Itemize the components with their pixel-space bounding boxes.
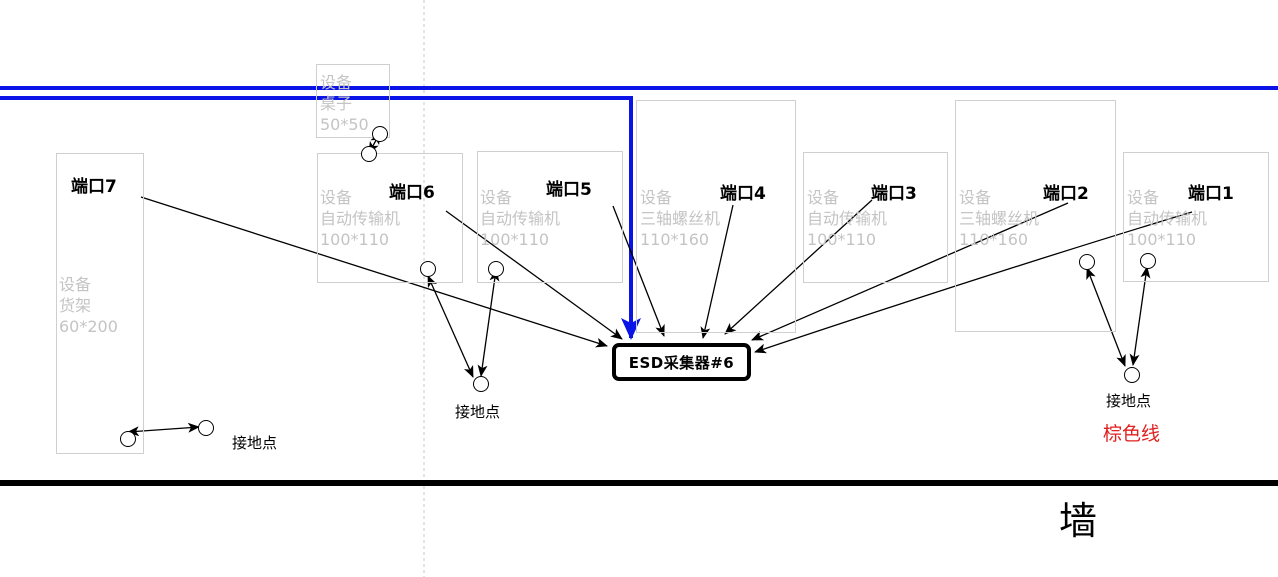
equipment-screw-machine-4 xyxy=(636,100,796,333)
link-ground-left xyxy=(127,422,200,437)
brown-wire-label: 棕色线 xyxy=(1103,423,1161,445)
equipment-screw-machine-4-label: 设备 三轴螺丝机 110*160 xyxy=(640,188,721,249)
equipment-conveyor-3-label: 设备 自动传输机 100*110 xyxy=(807,188,888,249)
connector-circle xyxy=(372,126,388,142)
connector-circle xyxy=(120,431,136,447)
equipment-conveyor-3 xyxy=(803,152,948,283)
port-4-label: 端口4 xyxy=(720,184,766,204)
equipment-rack xyxy=(56,153,144,454)
ground-point-circle xyxy=(473,376,489,392)
wire-port-4 xyxy=(700,204,734,339)
link-ground-middle-b xyxy=(477,269,500,377)
equipment-screw-machine-2-label: 设备 三轴螺丝机 110*160 xyxy=(959,188,1040,249)
equipment-table-label: 设备 桌子 50*50 xyxy=(320,73,369,134)
ground-point-label-left: 接地点 xyxy=(232,434,278,452)
equipment-conveyor-6-label: 设备 自动传输机 100*110 xyxy=(320,188,401,249)
equipment-screw-machine-2 xyxy=(955,100,1116,332)
equipment-conveyor-1-label: 设备 自动传输机 100*110 xyxy=(1127,188,1208,249)
blue-line-to-collector xyxy=(0,96,641,340)
link-ground-right-a xyxy=(1086,267,1126,367)
connector-circle xyxy=(361,146,377,162)
port-5-label: 端口5 xyxy=(546,180,592,200)
connector-circle xyxy=(1140,253,1156,269)
wire-port-7 xyxy=(140,196,608,348)
link-ground-right-b xyxy=(1129,266,1151,366)
wall-label: 墙 xyxy=(1059,499,1098,543)
ground-point-circle xyxy=(198,420,214,436)
equipment-rack-label: 设备 货架 60*200 xyxy=(59,275,118,336)
equipment-conveyor-5 xyxy=(477,151,623,283)
connector-circle xyxy=(1079,254,1095,270)
port-2-label: 端口2 xyxy=(1043,184,1089,204)
equipment-conveyor-5-label: 设备 自动传输机 100*110 xyxy=(480,188,561,249)
port-3-label: 端口3 xyxy=(871,184,917,204)
ground-point-label-right: 接地点 xyxy=(1106,392,1152,410)
ground-point-circle xyxy=(1124,367,1140,383)
port-6-label: 端口6 xyxy=(389,183,435,203)
connector-circle xyxy=(420,261,436,277)
port-7-label: 端口7 xyxy=(71,177,117,197)
link-ground-middle-a xyxy=(427,275,474,378)
wire-port-6 xyxy=(445,210,623,340)
wire-port-1 xyxy=(754,211,1193,354)
port-1-label: 端口1 xyxy=(1188,184,1234,204)
ground-point-label-middle: 接地点 xyxy=(455,403,501,421)
equipment-conveyor-6 xyxy=(317,153,463,283)
equipment-table xyxy=(316,64,390,138)
esd-collector-box: ESD采集器#6 xyxy=(612,343,751,381)
wire-port-3 xyxy=(724,199,873,335)
wire-port-5 xyxy=(612,205,665,337)
equipment-conveyor-1 xyxy=(1123,152,1269,282)
wire-port-2 xyxy=(751,202,1069,341)
connector-circle xyxy=(488,261,504,277)
